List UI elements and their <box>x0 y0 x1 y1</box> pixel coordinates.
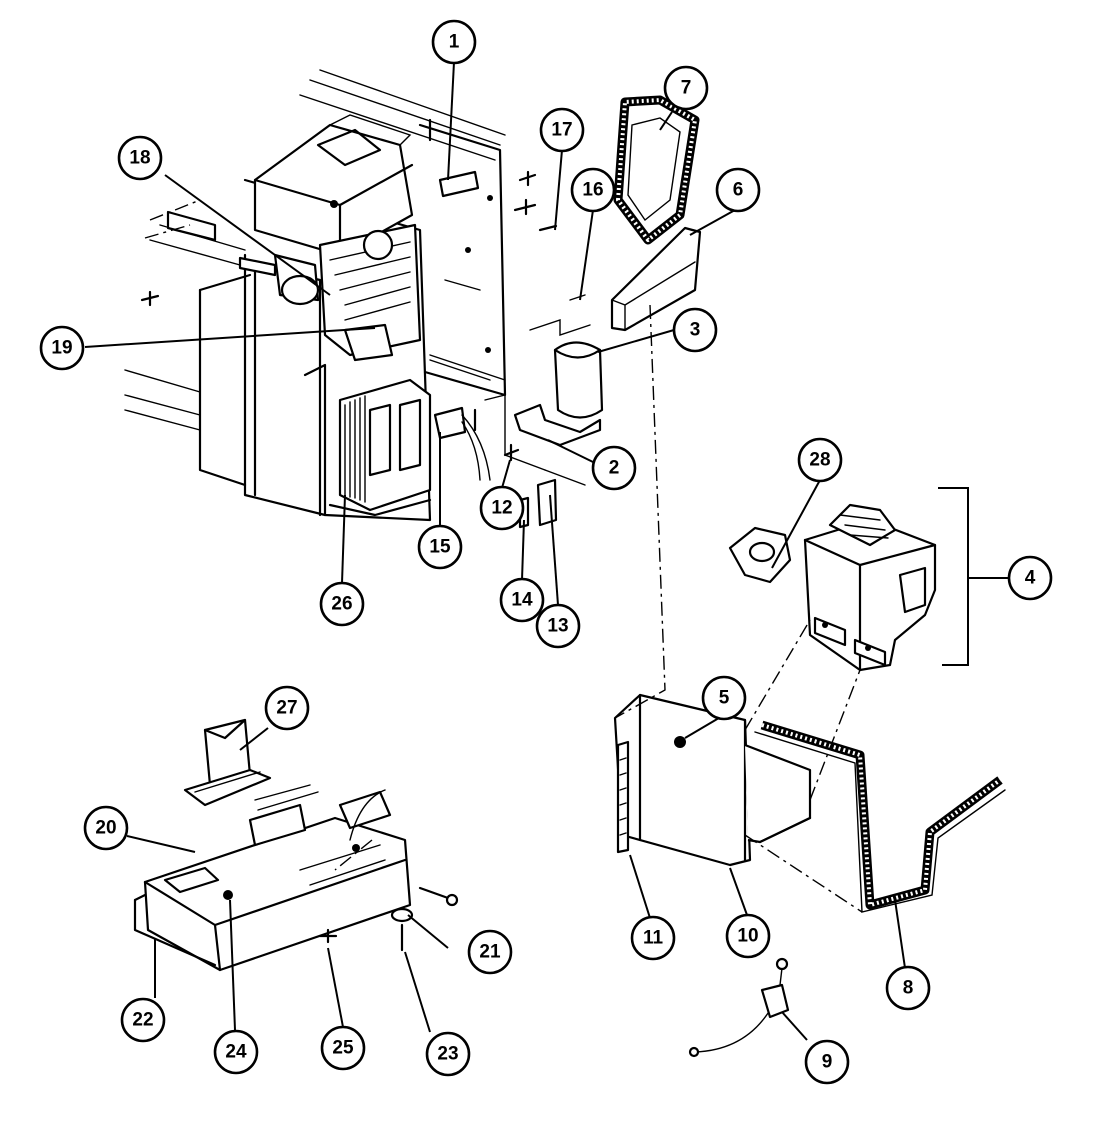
callout-label: 24 <box>225 1042 247 1063</box>
callout-label: 18 <box>129 148 150 169</box>
callout-5: 5 <box>701 675 747 721</box>
callout-13: 13 <box>535 603 581 649</box>
callout-28: 28 <box>797 437 843 483</box>
callout-label: 1 <box>449 32 460 53</box>
base-plate-assembly <box>133 718 459 972</box>
waveguide-panel <box>613 693 812 867</box>
callout-24: 24 <box>213 1029 259 1075</box>
callout-27: 27 <box>264 685 310 731</box>
alignment-lines <box>144 199 863 913</box>
callout-7: 7 <box>663 65 709 111</box>
callout-label: 25 <box>332 1038 354 1059</box>
callout-label: 16 <box>582 180 603 201</box>
callout-16: 16 <box>570 167 616 213</box>
callout-label: 14 <box>511 590 533 611</box>
callout-label: 28 <box>809 450 830 471</box>
callout-10: 10 <box>725 913 771 959</box>
callout-label: 21 <box>479 942 501 963</box>
callout-4: 4 <box>1007 555 1053 601</box>
callout-label: 11 <box>643 928 664 949</box>
callout-21: 21 <box>467 929 513 975</box>
callout-label: 20 <box>95 818 116 839</box>
callout-label: 9 <box>822 1052 833 1073</box>
callout-8: 8 <box>885 965 931 1011</box>
callout-9: 9 <box>804 1039 850 1085</box>
callout-1: 1 <box>431 19 477 65</box>
callout-label: 22 <box>132 1010 153 1031</box>
callout-3: 3 <box>672 307 718 353</box>
ground-cord <box>688 957 790 1058</box>
chassis-assembly <box>124 69 604 529</box>
callout-label: 4 <box>1025 568 1036 589</box>
callout-25: 25 <box>320 1025 366 1071</box>
callout-label: 15 <box>429 537 451 558</box>
callout-20: 20 <box>83 805 129 851</box>
callout-label: 17 <box>551 120 572 141</box>
waveguide-gasket <box>754 720 1006 913</box>
callout-18: 18 <box>117 135 163 181</box>
callout-label: 3 <box>690 320 701 341</box>
callout-11: 11 <box>630 915 676 961</box>
callout-label: 7 <box>681 78 692 99</box>
callout-label: 19 <box>51 338 72 359</box>
callout-label: 13 <box>547 616 568 637</box>
thermal-protector <box>728 526 792 584</box>
callout-2: 2 <box>591 445 637 491</box>
callout-label: 23 <box>437 1044 458 1065</box>
callout-22: 22 <box>120 997 166 1043</box>
callout-6: 6 <box>715 167 761 213</box>
callout-label: 27 <box>276 698 297 719</box>
callout-label: 26 <box>331 594 352 615</box>
gaskets-and-filters <box>610 95 702 332</box>
magnetron-assembly <box>803 487 1010 672</box>
callout-14: 14 <box>499 577 545 623</box>
callout-19: 19 <box>39 325 85 371</box>
callout-label: 8 <box>903 978 914 999</box>
callout-12: 12 <box>479 485 525 531</box>
callout-label: 6 <box>733 180 744 201</box>
callout-label: 2 <box>609 458 620 479</box>
callout-label: 10 <box>737 926 758 947</box>
callout-label: 5 <box>719 688 730 709</box>
callout-label: 12 <box>491 498 512 519</box>
callout-15: 15 <box>417 524 463 570</box>
callout-26: 26 <box>319 581 365 627</box>
callout-17: 17 <box>539 107 585 153</box>
callout-23: 23 <box>425 1031 471 1077</box>
